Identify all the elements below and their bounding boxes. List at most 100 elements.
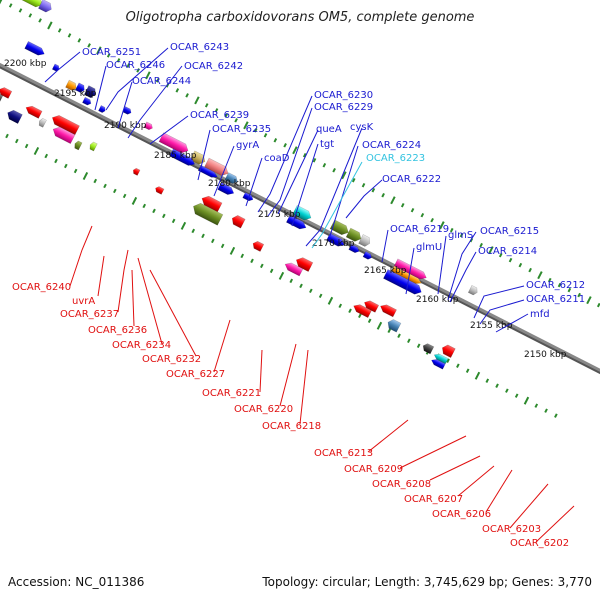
gene-label-ocar-6211: OCAR_6211 [526,294,585,305]
ruler-tick-outer [8,3,13,8]
ruler-tick-inner [309,288,313,294]
gene-label-ocar-6232: OCAR_6232 [142,354,201,365]
forward-gene-arrow [467,284,478,296]
ruler-tick-inner [64,163,68,169]
forward-gene-arrow [82,96,92,106]
genome-map: 2200 kbp 2195 kbp 2190 kbp 2185 kbp 2180… [0,0,600,549]
ruler-tick-outer [302,153,307,158]
gene-label-ocar-6251: OCAR_6251 [82,47,141,58]
ruler-tick-inner [201,233,205,239]
ruler-tick-outer [273,138,278,143]
ruler-tick-inner [180,221,187,230]
reverse-gene-arrow [193,202,224,226]
ruler-tick-outer [185,93,189,98]
ruler-tick-outer [410,207,415,213]
ruler-tick-outer [361,182,366,188]
ruler-tick-outer [175,88,180,93]
ruler-tick-inner [407,338,411,343]
ruler-label-2180: 2180 kbp [208,179,251,189]
ruler-tick-outer [87,43,91,48]
gene-label-tgt: tgt [320,139,334,150]
ruler-tick-outer [126,63,131,68]
gene-label-ocar-6222: OCAR_6222 [382,174,441,185]
ruler-tick-outer [28,13,33,18]
reverse-gene-arrow [38,118,47,128]
ruler-tick-inner [338,303,343,309]
gene-label-ocar-6230: OCAR_6230 [314,90,373,101]
ruler-inner [5,133,558,418]
ruler-tick-outer [371,187,376,193]
ruler-tick-outer [67,33,72,38]
reverse-gene-arrow [74,140,83,151]
ruler-label-2200: 2200 kbp [4,59,47,69]
ruler-label-2195: 2195 kbp [54,89,97,99]
ruler-tick-inner [131,196,138,205]
ruler-tick-outer [351,177,356,183]
forward-gene-arrow [158,132,189,154]
ruler-tick-inner [220,243,225,249]
gene-label-gyra: gyrA [236,140,259,151]
ruler-tick-inner [474,371,481,380]
forward-gene-arrow [169,148,195,166]
map-title: Oligotropha carboxidovorans OM5, complet… [125,10,475,25]
forward-gene-arrow [51,63,60,72]
ruler-tick-inner [534,403,539,408]
gene-label-ocar-6213: OCAR_6213 [314,448,373,459]
ruler-tick-inner [54,158,58,164]
genome-backbone [0,27,600,394]
ruler-tick-inner [260,263,264,269]
ruler-tick-inner [505,388,509,393]
forward-gene-arrow [391,265,422,284]
ruler-tick-outer [253,128,258,133]
gene-label-ocar-6212: OCAR_6212 [526,280,585,291]
ruler-tick-outer [243,121,249,130]
gene-label-ocar-6207: OCAR_6207 [404,494,463,505]
ruler-tick-outer [381,192,385,198]
gene-label-ocar-6239: OCAR_6239 [190,110,249,121]
reverse-gene-arrow [431,359,446,370]
ruler-tick-inner [142,203,147,209]
forward-gene-arrow [217,182,235,195]
ruler-tick-outer [430,217,434,223]
gene-features [0,0,478,370]
gene-label-coad: coaD [264,153,290,164]
ruler-tick-inner [93,178,98,184]
gene-label-ocar-6229: OCAR_6229 [314,102,373,113]
ruler-tick-inner [289,278,294,284]
ruler-tick-inner [113,188,117,194]
gene-label-ocar-6237: OCAR_6237 [60,309,119,320]
forward-gene-arrow [204,157,229,176]
forward-gene-arrow [383,269,422,295]
forward-gene-arrow [285,214,307,230]
gene-label-ocar-6242: OCAR_6242 [184,61,243,72]
ruler-tick-inner [495,383,499,388]
ruler-label-2190: 2190 kbp [104,121,147,131]
ruler-tick-inner [397,333,401,339]
ruler-tick-outer [518,262,523,268]
forward-gene-arrow [143,121,153,131]
gene-label-ocar-6227: OCAR_6227 [166,369,225,380]
ruler-tick-outer [420,212,425,218]
gene-label-ocar-6214: OCAR_6214 [478,246,537,257]
gene-label-ocar-6219: OCAR_6219 [390,224,449,235]
reverse-gene-arrow [89,141,98,152]
forward-gene-arrow [20,0,43,8]
ruler-tick-outer [263,133,268,138]
gene-label-ocar-6243: OCAR_6243 [170,42,229,53]
highlight-label-leader [311,161,363,249]
reverse-gene-arrow [25,105,43,119]
ruler-tick-outer [439,221,445,230]
gene-label-ocar-6220: OCAR_6220 [234,404,293,415]
gene-label-uvra: uvrA [72,296,95,307]
forward-label-leaders [44,47,529,333]
ruler-outer [0,0,600,308]
ruler-tick-inner [122,193,127,199]
ruler-tick-outer [528,267,532,273]
ruler-tick-outer [390,196,396,205]
gene-label-ocar-6221: OCAR_6221 [202,388,261,399]
ruler-label-2185: 2185 kbp [154,151,197,161]
ruler-tick-outer [145,71,151,80]
ruler-tick-inner [73,168,78,174]
forward-gene-labels: OCAR_6251 OCAR_6243 OCAR_6246 OCAR_6242 … [82,42,585,320]
ruler-tick-outer [96,46,102,55]
